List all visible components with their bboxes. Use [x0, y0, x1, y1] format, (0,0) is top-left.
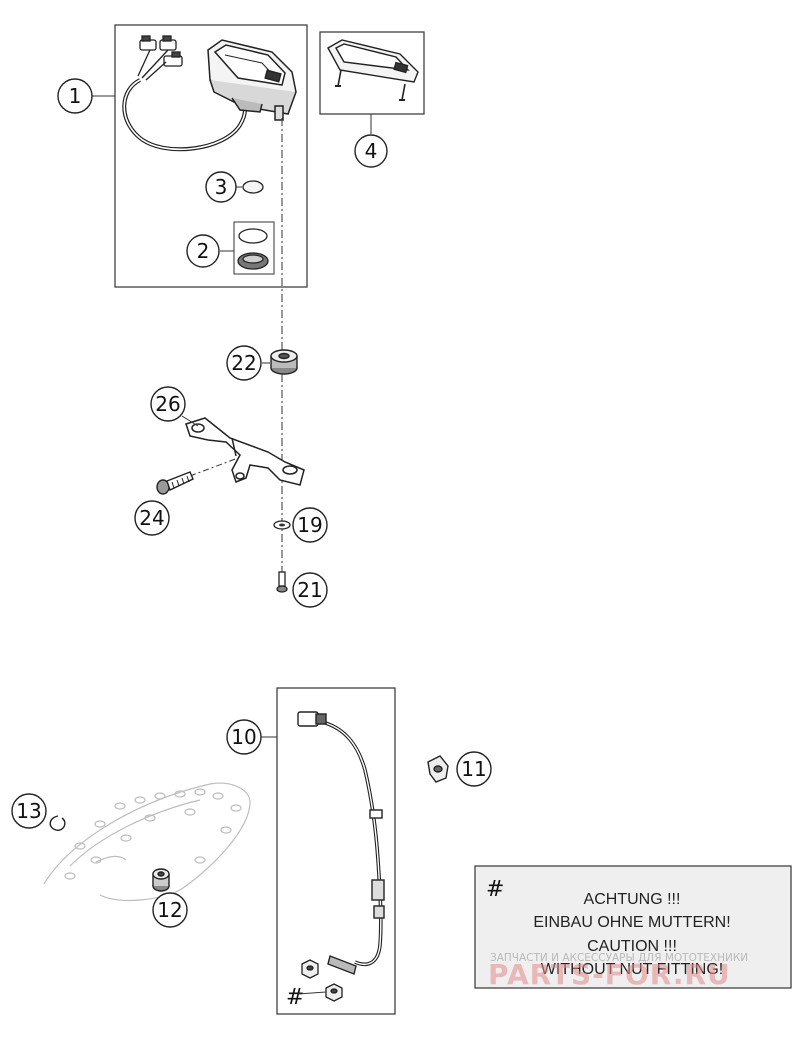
callout-1: 1: [57, 78, 93, 114]
note-line-1: ACHTUNG !!!: [584, 891, 681, 908]
part-11-clip: [427, 755, 449, 783]
svg-text:13: 13: [16, 799, 41, 823]
wiring-connectors: [137, 35, 183, 81]
svg-text:2: 2: [197, 239, 210, 263]
part-4-group-box: [319, 31, 425, 115]
part-13-ring: [49, 815, 66, 831]
svg-text:3: 3: [215, 175, 228, 199]
screw-axis-line: [189, 457, 239, 477]
watermark-big: PARTS-FOR.RU: [488, 958, 731, 991]
svg-text:24: 24: [139, 506, 164, 530]
sensor-nuts: [301, 959, 343, 1002]
part-4-display-cover: [327, 39, 419, 101]
part-26-bracket: [185, 417, 305, 486]
svg-text:19: 19: [297, 513, 322, 537]
note-line-2: EINBAU OHNE MUTTERN!: [533, 914, 730, 931]
part-22-rubber-bushing: [270, 349, 298, 375]
sensor-connector: [297, 711, 385, 975]
callout-12: 12: [152, 892, 188, 928]
watermark-small: ЗАПЧАСТИ И АКСЕССУАРЫ ДЛЯ МОТОТЕХНИКИ: [490, 952, 748, 964]
callout-4: 4: [354, 134, 388, 168]
part-10-group-box: [276, 687, 396, 1015]
svg-text:26: 26: [155, 392, 180, 416]
note-box: [474, 865, 792, 989]
brake-disc: [43, 782, 251, 902]
svg-text:11: 11: [461, 757, 486, 781]
svg-text:1: 1: [69, 84, 82, 108]
callout-11: 11: [456, 751, 492, 787]
part-10-hash-mark: #: [286, 985, 304, 1010]
svg-text:22: 22: [231, 351, 256, 375]
part-3-washer: [242, 180, 264, 194]
svg-text:21: 21: [297, 578, 322, 602]
sensor-cable: [321, 720, 383, 967]
part-2-cover: [233, 221, 275, 275]
callout-19: 19: [292, 507, 328, 543]
part-12-spacer: [152, 868, 170, 892]
svg-text:12: 12: [157, 898, 182, 922]
callout-13: 13: [11, 793, 47, 829]
part-21-screw: [276, 571, 288, 593]
note-line-3: CAUTION !!!: [587, 938, 677, 955]
callout-26: 26: [150, 386, 186, 422]
callout-10: 10: [226, 719, 262, 755]
part-1-group-box: [114, 24, 308, 288]
callout-24: 24: [134, 500, 170, 536]
callout-21: 21: [292, 572, 328, 608]
callout-2: 2: [186, 234, 220, 268]
speedometer-unit: [207, 39, 297, 121]
svg-text:10: 10: [231, 725, 256, 749]
part-24-screw: [156, 471, 194, 495]
callout-22: 22: [226, 345, 262, 381]
note-hash: #: [486, 877, 504, 902]
callout-3: 3: [205, 171, 237, 203]
svg-text:4: 4: [365, 139, 378, 163]
note-line-4: WITHOUT NUT FITTING!: [541, 961, 724, 978]
